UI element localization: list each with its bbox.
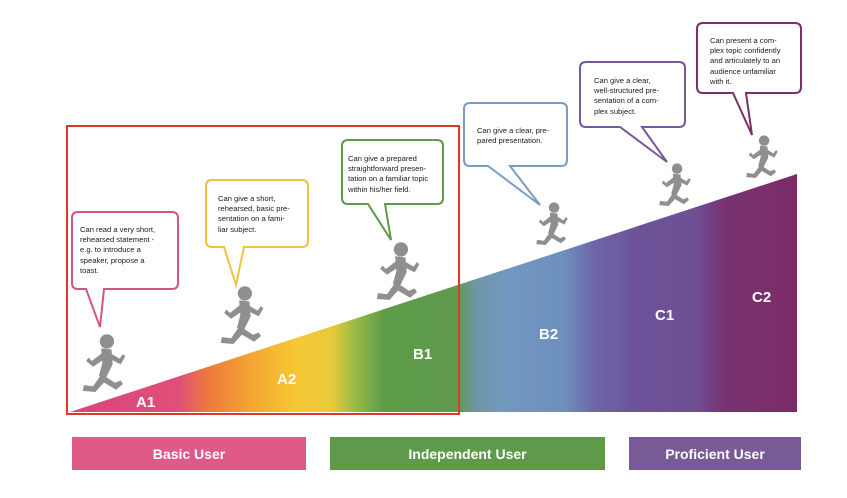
bubble-line: with it. — [710, 77, 794, 87]
runner-icon — [659, 163, 690, 206]
user-group-basic-label: Basic User — [153, 446, 225, 462]
runner-icon — [221, 286, 264, 344]
user-group-independent-label: Independent User — [408, 446, 526, 462]
level-label-a2: A2 — [277, 371, 296, 388]
bubble-line: Can read a very short, — [80, 225, 172, 235]
bubble-line: plex subject. — [594, 107, 678, 117]
level-label-b2: B2 — [539, 326, 558, 343]
bubble-line: liar subject. — [218, 225, 302, 235]
bubble-line: well-structured pre- — [594, 86, 678, 96]
bubble-text-c1: Can give a clear,well-structured pre-sen… — [594, 76, 678, 117]
bubble-line: pared presentation. — [477, 136, 561, 146]
bubble-line: Can give a prepared — [348, 154, 440, 164]
bubble-line: rehearsed, basic pre- — [218, 204, 302, 214]
runner-icon — [746, 135, 777, 178]
bubble-line: plex topic confidently — [710, 46, 794, 56]
proficiency-ramp — [70, 174, 797, 412]
bubble-line: Can give a clear, — [594, 76, 678, 86]
user-group-basic: Basic User — [72, 437, 306, 470]
bubble-line: Can present a com- — [710, 36, 794, 46]
bubble-line: e.g. to introduce a — [80, 245, 172, 255]
level-label-a1: A1 — [136, 394, 155, 411]
bubble-text-c2: Can present a com-plex topic confidently… — [710, 36, 794, 87]
level-label-c2: C2 — [752, 289, 771, 306]
bubble-line: audience unfamiliar — [710, 67, 794, 77]
bubble-line: rehearsed statement - — [80, 235, 172, 245]
user-group-proficient: Proficient User — [629, 437, 801, 470]
bubble-b2 — [464, 103, 567, 205]
level-label-b1: B1 — [413, 346, 432, 363]
runner-icon — [536, 202, 567, 245]
bubble-line: within his/her field. — [348, 185, 440, 195]
bubble-line: tation on a familiar topic — [348, 174, 440, 184]
bubble-line: sentation of a com- — [594, 96, 678, 106]
runner-icon — [83, 334, 126, 392]
bubble-line: straightforward presen- — [348, 164, 440, 174]
bubble-line: Can give a short, — [218, 194, 302, 204]
bubble-line: toast. — [80, 266, 172, 276]
bubble-text-b2: Can give a clear, pre-pared presentation… — [477, 126, 561, 146]
bubble-line: Can give a clear, pre- — [477, 126, 561, 136]
user-group-independent: Independent User — [330, 437, 605, 470]
user-group-proficient-label: Proficient User — [665, 446, 765, 462]
bubble-line: speaker, propose a — [80, 256, 172, 266]
bubble-line: sentation on a fami- — [218, 214, 302, 224]
bubble-text-a2: Can give a short,rehearsed, basic pre-se… — [218, 194, 302, 235]
bubble-line: and articulately to an — [710, 56, 794, 66]
bubble-text-a1: Can read a very short,rehearsed statemen… — [80, 225, 172, 276]
runner-icon — [377, 242, 420, 300]
level-label-c1: C1 — [655, 307, 674, 324]
